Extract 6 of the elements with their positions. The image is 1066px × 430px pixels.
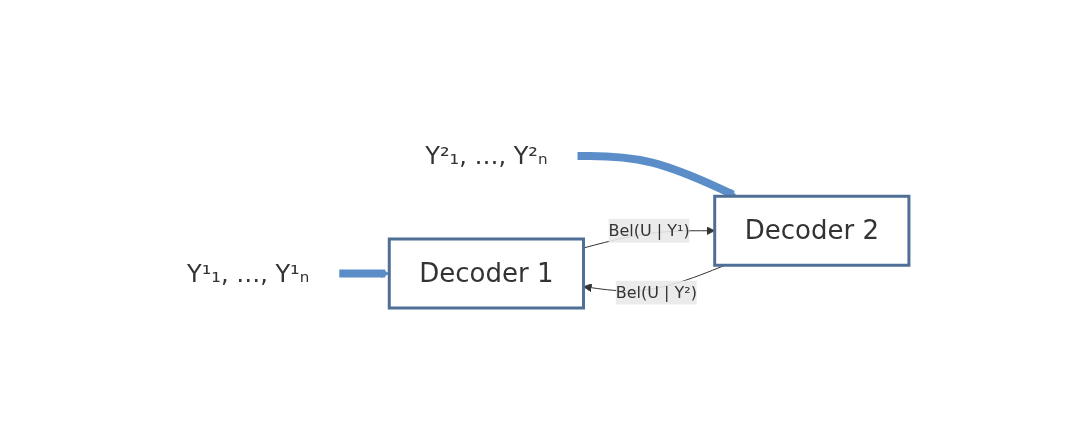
node-box: Decoder 2 bbox=[713, 194, 911, 267]
edge-label: Bel(U | Y²) bbox=[615, 282, 697, 302]
node-text: Y¹₁, …, Y¹ₙ bbox=[187, 259, 310, 287]
edge-label: Bel(U | Y¹) bbox=[608, 220, 690, 240]
node-box: Decoder 1 bbox=[387, 237, 585, 309]
node-text: Y²₁, …, Y²ₙ bbox=[425, 141, 548, 170]
